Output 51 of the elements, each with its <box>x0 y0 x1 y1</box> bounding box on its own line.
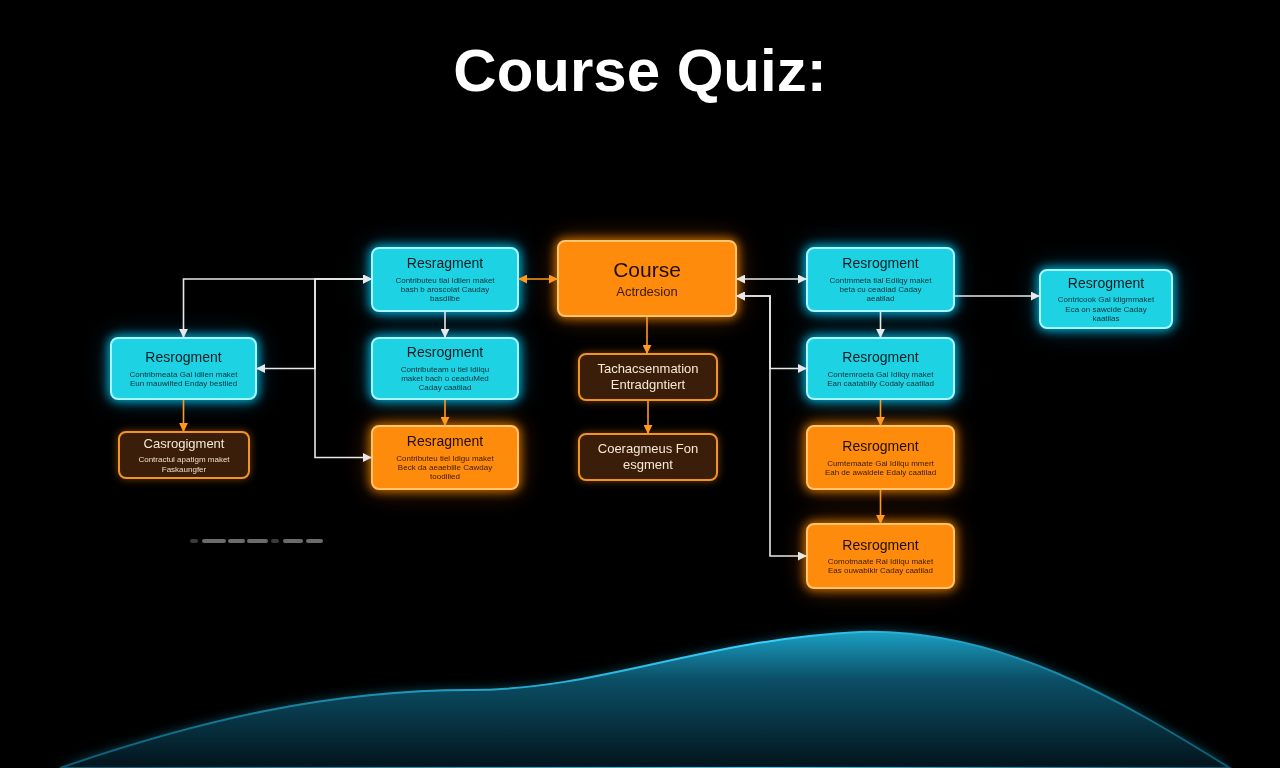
process-box <box>1039 269 1173 329</box>
arrow <box>440 311 450 338</box>
process-box <box>371 337 519 400</box>
node-title: Resrogment <box>406 344 484 362</box>
node-description: Contributeam u tiel Idilqu maket bach o ceaduMed Caday caatilad <box>399 364 491 393</box>
node-title: Resrogment <box>1067 274 1145 293</box>
process-box <box>578 433 718 481</box>
arrow <box>954 291 1040 301</box>
process-box <box>806 337 955 400</box>
diagram-title: Course Quiz: <box>453 38 827 104</box>
node-description: Contributeu tiel Idigu maket Beck da aeaebille Cawday toodilied <box>395 453 495 482</box>
node-description: Cumtemaate Gal Idilqu mmert Eah de awaldele Edaly caatilad <box>824 458 937 477</box>
process-box <box>806 247 955 312</box>
node-description: Contributeu tial Idilen maket bash b aroscolat Cauday basdilbe <box>394 275 496 304</box>
node-title: Resrogment <box>842 438 919 456</box>
node-description: Contmmeta tial Edilqy maket beta cu ceadiad Caday aeatilad <box>828 275 933 304</box>
process-box <box>806 523 955 589</box>
arrow <box>642 316 652 354</box>
node-description: Contractul apatigm maket Faskaungfer <box>137 455 231 474</box>
process-box <box>371 425 519 490</box>
arrow <box>179 399 188 432</box>
arrow <box>643 400 653 434</box>
node-title: Resragment <box>406 433 484 451</box>
node-title: Resragment <box>406 255 484 273</box>
process-box <box>110 337 257 400</box>
node-title: Resrogment <box>145 349 222 367</box>
node-description: Contricook Gal Idlgmmaket Eca on sawcide Caday kaatilas <box>1056 295 1156 324</box>
node-title: Tachacsenmation Entradgntiert <box>596 360 700 394</box>
double-arrow <box>736 274 807 284</box>
process-box <box>371 247 519 312</box>
node-title: Coeragmeus Fon esgment <box>596 440 700 474</box>
node-description: Actrdesion <box>616 285 678 301</box>
arrow <box>876 311 885 338</box>
double-arrow <box>736 291 807 561</box>
node-description: Contemroeta Gal Idilqy maket Ean caatabiliy Codaly caatilad <box>826 369 935 388</box>
arrow <box>876 399 885 426</box>
double-arrow <box>518 274 558 284</box>
node-title: Course <box>613 256 681 283</box>
arrow <box>876 489 885 524</box>
node-title: Casrogigment <box>143 436 225 453</box>
node-description: Comotmaate Ral Idilqu maket Eas ouwabikir Caday caatilad <box>826 557 935 576</box>
node-title: Resrogment <box>842 255 919 273</box>
process-box <box>578 353 718 401</box>
node-title: Resrogment <box>842 349 919 367</box>
node-title: Resrogment <box>842 536 919 555</box>
process-box <box>557 240 737 317</box>
process-box <box>806 425 955 490</box>
double-arrow <box>314 274 372 462</box>
arrow <box>440 399 450 426</box>
process-box <box>118 431 250 479</box>
node-description: Contribmeata Gal Idilen maket Eun mauwilted Enday bestlied <box>128 369 239 388</box>
